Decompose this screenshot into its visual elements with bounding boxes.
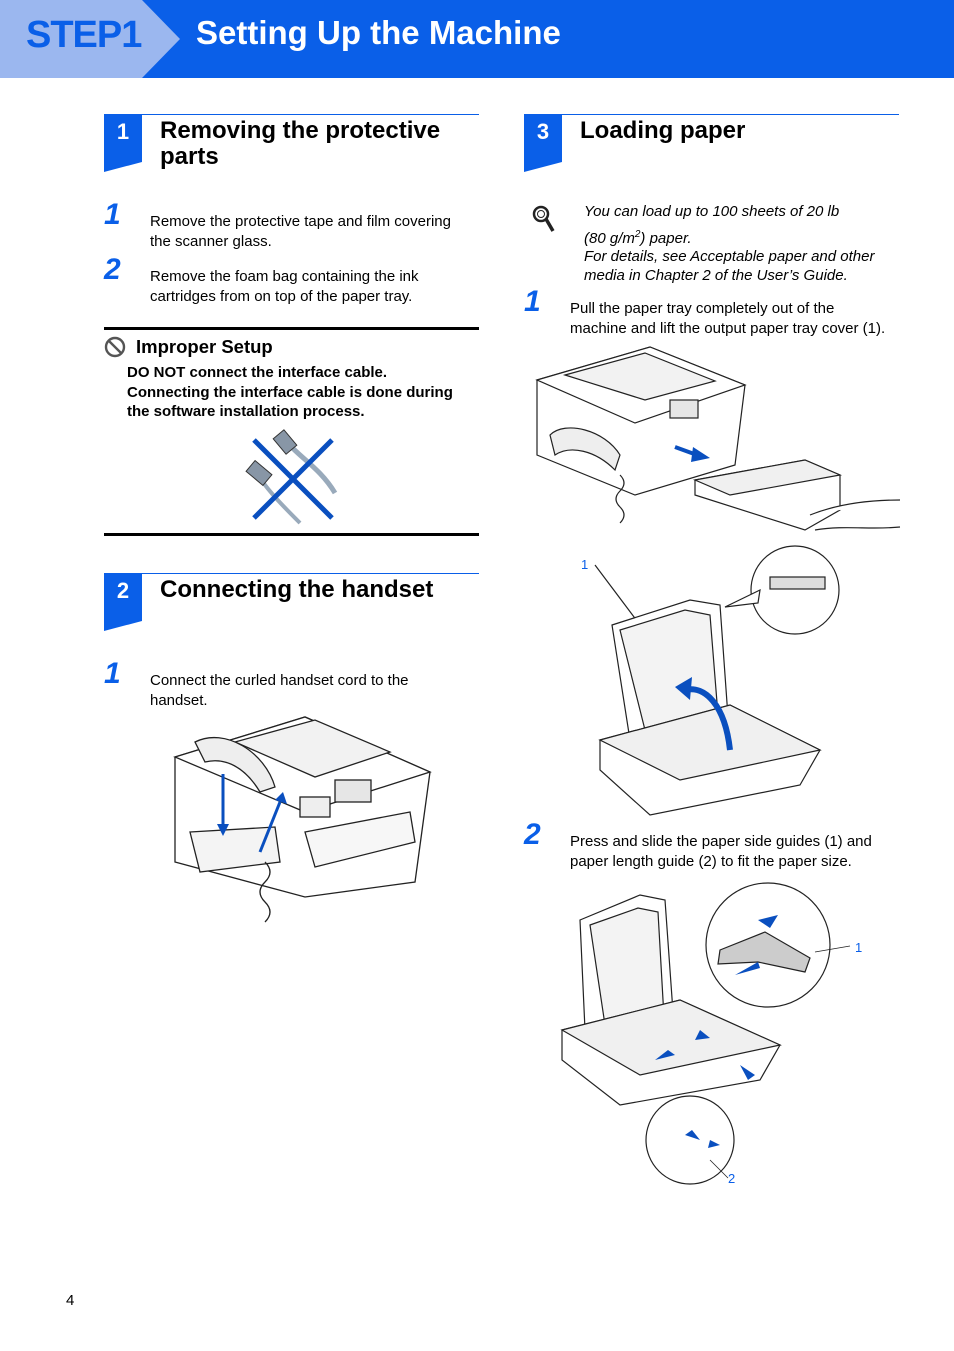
handset-connection-illustration (173, 716, 432, 923)
section-3-header: 3 Loading paper (524, 114, 899, 172)
lift-output-tray-cover-illustration (594, 545, 840, 816)
section-number: 3 (524, 114, 562, 172)
callout-label: 1 (581, 557, 589, 572)
divider (104, 327, 479, 330)
callout-label: 2 (728, 1171, 736, 1186)
section-2-header: 2 Connecting the handset (104, 573, 479, 631)
step-text: Remove the protective tape and film cove… (150, 213, 451, 250)
section-title: Loading paper (580, 117, 746, 144)
step-number: 2 (104, 253, 121, 286)
interface-cable-crossed-illustration (245, 429, 338, 525)
section-title: Removing the protective parts (160, 117, 441, 170)
improper-setup-text: DO NOT connect the interface cable.Conne… (127, 364, 453, 420)
step-text: Pull the paper tray completely out of th… (570, 300, 886, 337)
section-title: Connecting the handset (160, 576, 434, 603)
improper-setup-title: Improper Setup (136, 336, 273, 357)
step-number: 1 (524, 285, 541, 318)
page-number: 4 (66, 1292, 75, 1309)
step-number: 2 (524, 818, 541, 851)
note-text: You can load up to 100 sheets of 20 lb (… (584, 203, 875, 284)
callout-label: 1 (855, 940, 863, 955)
section-1-header: 1 Removing the protective parts (104, 114, 479, 172)
step-number: 1 (104, 198, 121, 231)
step-text: Press and slide the paper side guides (1… (570, 833, 872, 870)
prohibited-icon (104, 336, 126, 358)
section-number: 1 (104, 114, 142, 172)
step-tab-shape (0, 0, 180, 78)
page-title: Setting Up the Machine (196, 14, 561, 51)
page-header: STEP1 Setting Up the Machine (0, 0, 954, 78)
magnifier-note-icon (532, 205, 555, 232)
step-label: STEP1 (26, 14, 142, 56)
adjust-paper-guides-illustration (560, 882, 851, 1185)
divider (104, 533, 479, 536)
step-number: 1 (104, 657, 121, 690)
section-number: 2 (104, 573, 142, 631)
pull-paper-tray-illustration (535, 346, 901, 531)
